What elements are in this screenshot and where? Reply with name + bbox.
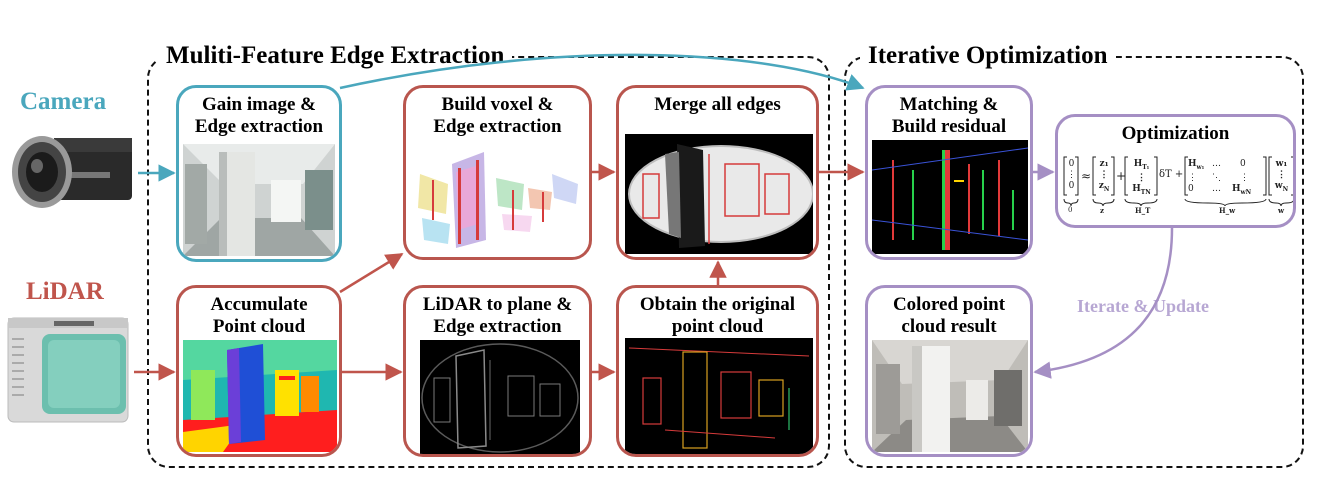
gain-image-label: Gain image & Edge extraction [194, 94, 324, 137]
original-cloud-label: Obtain the original point cloud [639, 294, 796, 337]
lidar-label: LiDAR [26, 278, 104, 305]
original-cloud-node: Obtain the original point cloud [616, 285, 819, 457]
matching-node: Matching & Build residual [865, 85, 1033, 260]
voxel-edges-image [412, 144, 584, 256]
lidar-plane-label: LiDAR to plane & Edge extraction [422, 294, 573, 337]
colored-result-node: Colored point cloud result [865, 285, 1033, 457]
equation-brackets [1063, 156, 1293, 207]
intensity-cloud-image [183, 340, 337, 452]
lidar-device-icon [7, 317, 129, 423]
optimization-group-title: Iterative Optimization [860, 42, 1116, 70]
colored-cloud-image [872, 340, 1028, 452]
merged-edges-image [625, 134, 813, 254]
colored-result-label: Colored point cloud result [892, 294, 1006, 337]
accumulate-label: Accumulate Point cloud [210, 294, 308, 337]
extraction-group-title: Muliti-Feature Edge Extraction [158, 42, 513, 70]
lidar-plane-node: LiDAR to plane & Edge extraction [403, 285, 592, 457]
optimization-node: Optimization 0⋮0 ≈ z₁⋮zN + HT₁⋮HTN δT + … [1055, 114, 1296, 228]
iterate-update-label: Iterate & Update [1077, 296, 1209, 316]
gain-image-node: Gain image & Edge extraction [176, 85, 342, 262]
accumulate-node: Accumulate Point cloud [176, 285, 342, 457]
original-edges-image [625, 338, 813, 454]
plane-edges-image [420, 340, 580, 454]
optimization-label: Optimization [1121, 123, 1230, 144]
build-voxel-node: Build voxel & Edge extraction [403, 85, 592, 260]
camera-label: Camera [20, 88, 107, 115]
matching-label: Matching & Build residual [891, 94, 1007, 137]
camera-device-icon [12, 136, 132, 208]
merge-edges-label: Merge all edges [654, 94, 781, 115]
residual-image [872, 140, 1028, 254]
merge-edges-node: Merge all edges [616, 85, 819, 260]
corridor-photo [183, 144, 335, 256]
build-voxel-label: Build voxel & Edge extraction [433, 94, 562, 137]
